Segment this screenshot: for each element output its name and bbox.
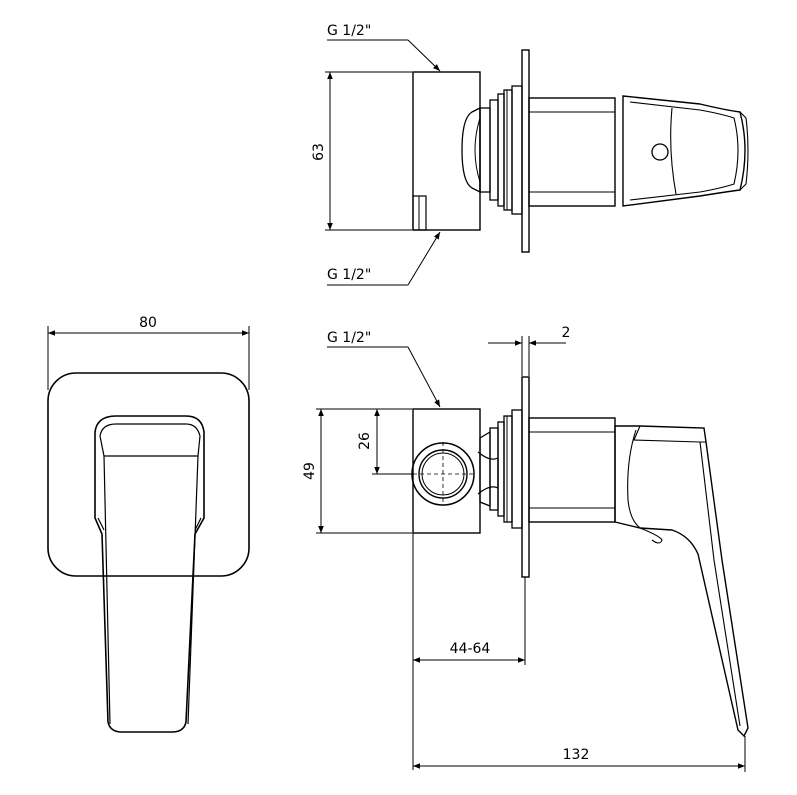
total-depth-label: 132 (563, 747, 590, 763)
top-handle (622, 95, 746, 207)
front-view: 80 (47, 315, 250, 733)
side-outlet-height-label: 26 (357, 432, 373, 450)
front-lever (94, 415, 205, 733)
top-body-block (412, 71, 481, 231)
side-wall-plate (521, 376, 530, 578)
install-depth-label: 44-64 (450, 641, 491, 657)
top-height-label: 63 (311, 143, 327, 161)
side-lever (614, 425, 749, 738)
top-thread-lower-label: G 1/2" (327, 267, 371, 283)
top-handle-screw (651, 143, 669, 161)
front-wall-plate (47, 372, 250, 577)
top-view: 63 G 1/2" G 1/2" (311, 23, 749, 286)
side-thread-label: G 1/2" (327, 330, 371, 346)
plate-thickness-label: 2 (562, 325, 571, 341)
top-nut (461, 106, 481, 194)
side-cartridge (528, 417, 616, 523)
side-body-height-label: 49 (302, 462, 318, 480)
side-body-block (412, 408, 481, 534)
top-cartridge (528, 97, 616, 207)
top-wall-plate (521, 49, 530, 253)
side-view: 2 G 1/2" 49 26 44-64 132 (302, 325, 749, 772)
front-width-label: 80 (139, 315, 157, 331)
top-thread-upper-label: G 1/2" (327, 23, 371, 39)
